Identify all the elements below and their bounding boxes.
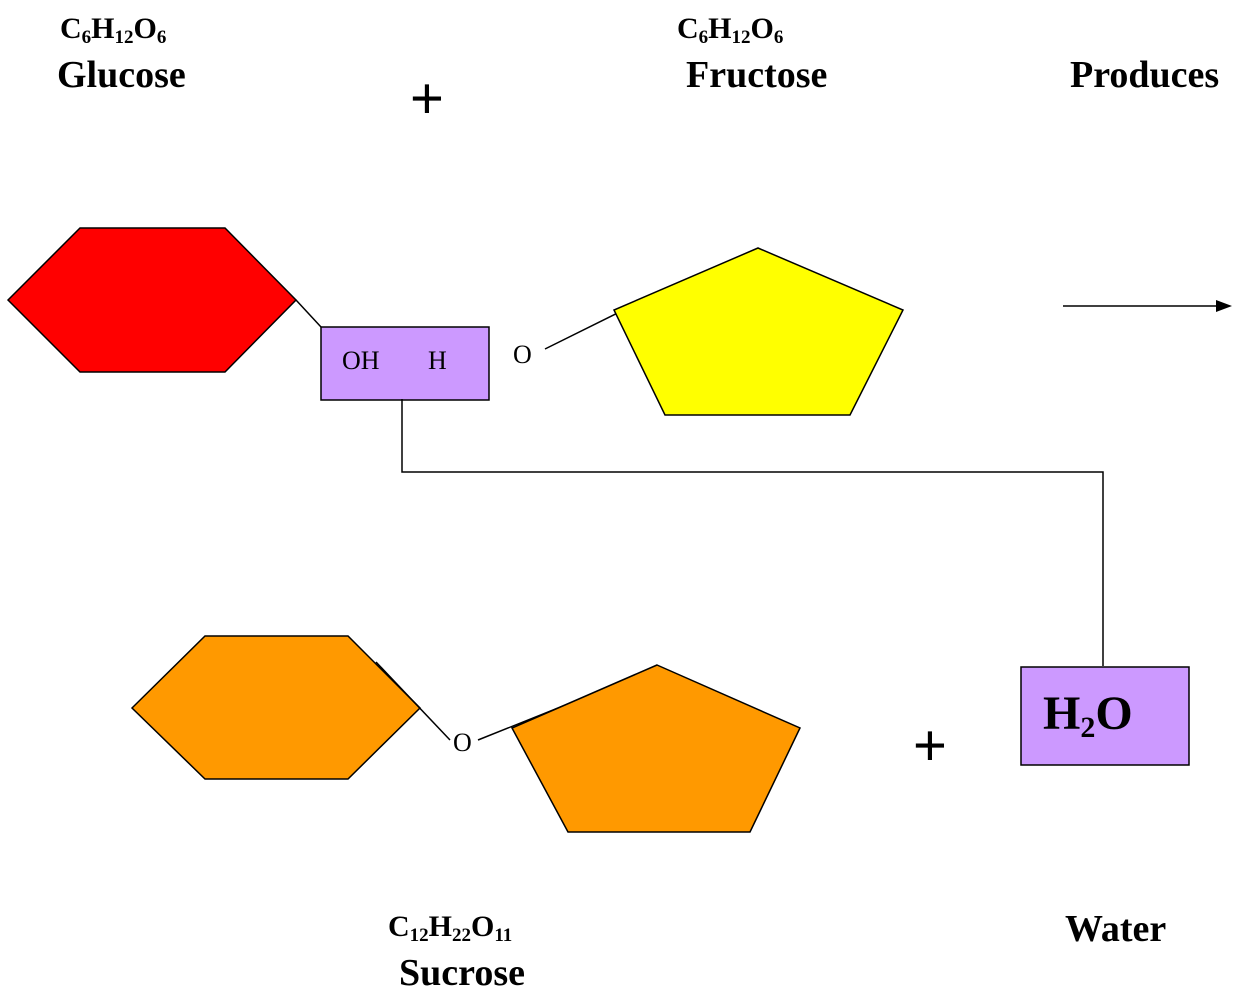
glucose-name: Glucose — [57, 54, 186, 96]
fructose-name: Fructose — [686, 54, 828, 96]
water-box-formula: H2O — [1043, 687, 1133, 744]
hydroxyl-box — [320, 326, 490, 401]
water-box — [1020, 666, 1190, 766]
sucrose-pentagon — [510, 664, 802, 833]
fructose-formula: C6H12O6 — [677, 12, 784, 48]
plus-sign-bottom: + — [913, 713, 947, 778]
fructose-pentagon — [612, 247, 905, 416]
sucrose-name: Sucrose — [399, 952, 525, 994]
sucrose-formula: C12H22O11 — [388, 910, 513, 946]
hydroxyl-h-label: H — [428, 346, 447, 375]
hydroxyl-oh-label: OH — [342, 346, 380, 375]
water-connector-line — [401, 399, 1104, 666]
produces-arrowhead — [1216, 300, 1232, 312]
sucrose-hexagon-bond-line — [375, 661, 451, 741]
sucrose-hexagon — [130, 635, 422, 780]
plus-sign-top: + — [410, 66, 444, 131]
produces-label: Produces — [1070, 54, 1220, 96]
linkage-oxygen-top: O — [513, 340, 532, 369]
glucose-formula: C6H12O6 — [60, 12, 167, 48]
water-name: Water — [1065, 908, 1167, 950]
linkage-oxygen-bottom: O — [453, 728, 472, 757]
glucose-hexagon — [6, 227, 298, 373]
glucose-bond-line — [295, 299, 322, 328]
